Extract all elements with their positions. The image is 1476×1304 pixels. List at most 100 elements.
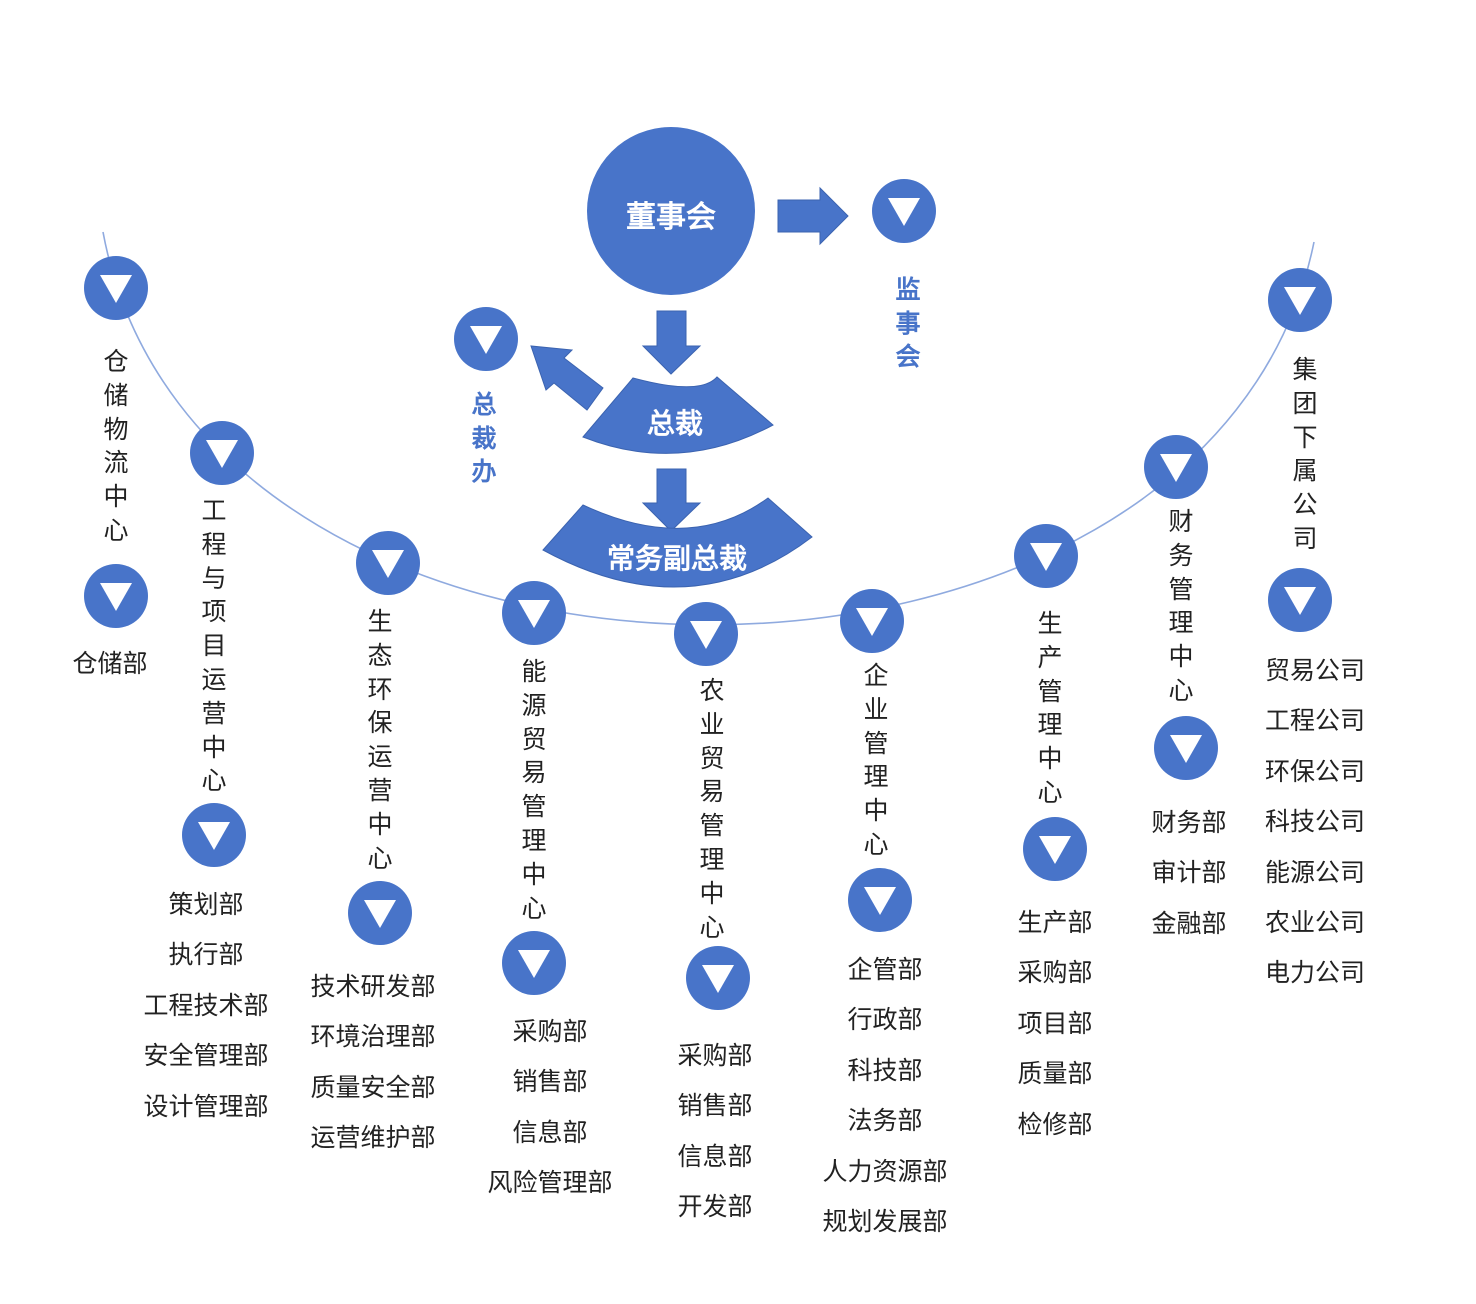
center-node-icon	[1144, 435, 1208, 499]
center-label-char: 能	[521, 657, 547, 686]
president-label: 总裁	[646, 407, 703, 440]
department-item: 风险管理部	[487, 1168, 613, 1198]
arrow-up-left-icon	[530, 345, 604, 411]
center-label-char: 中	[367, 809, 393, 839]
supervisory-node-icon	[872, 179, 936, 243]
center-label-char: 贸	[521, 724, 547, 754]
center-label-char: 理	[863, 762, 889, 792]
department-list: 仓储部	[10, 639, 210, 689]
department-item: 工程技术部	[143, 990, 269, 1020]
center-node-icon	[1014, 524, 1078, 588]
department-item: 生产部	[1017, 908, 1093, 937]
center-label-char: 运	[367, 742, 393, 772]
center-node-icon	[674, 602, 738, 666]
center-label-char: 业	[699, 709, 725, 739]
department-list: 生产部采购部项目部质量部检修部	[955, 898, 1155, 1150]
department-item: 贸易公司	[1264, 656, 1365, 685]
arrow-down-icon	[641, 468, 702, 532]
department-item: 销售部	[677, 1091, 753, 1121]
department-item: 企管部	[847, 955, 923, 984]
center-label-char: 管	[521, 792, 547, 822]
center-label-char: 保	[367, 708, 393, 738]
center-label-char: 物	[103, 414, 129, 444]
center-label-char: 生	[367, 607, 393, 636]
center-node-icon	[190, 421, 254, 485]
center-label-char: 态	[367, 640, 393, 670]
center-label-char: 理	[699, 844, 725, 874]
center-label: 企业管理中心	[859, 659, 893, 862]
center-label-char: 中	[1037, 744, 1063, 774]
department-item: 仓储部	[72, 649, 148, 678]
department-node-icon	[1154, 716, 1218, 780]
center-label-char: 农	[699, 676, 725, 705]
center-label-char: 管	[1037, 676, 1063, 706]
department-list: 采购部销售部信息部风险管理部	[450, 1007, 650, 1209]
department-item: 运营维护部	[310, 1123, 436, 1153]
center-label-char: 易	[521, 758, 547, 788]
center-label-char: 心	[367, 843, 393, 873]
center-label-char: 中	[103, 482, 129, 512]
department-item: 执行部	[168, 940, 244, 970]
center-label-char: 财	[1168, 507, 1194, 536]
department-list: 企管部行政部科技部法务部人力资源部规划发展部	[785, 945, 985, 1247]
department-item: 科技公司	[1264, 807, 1365, 837]
department-item: 销售部	[512, 1067, 588, 1097]
center-label-char: 理	[1168, 608, 1194, 638]
center-label-char: 下	[1292, 422, 1318, 452]
center-label-char: 心	[521, 893, 547, 923]
center-label-char: 属	[1292, 456, 1318, 486]
center-label-char: 源	[521, 690, 547, 720]
evp-label: 常务副总裁	[606, 542, 747, 575]
center-label-char: 仓	[103, 347, 129, 376]
center-node-icon	[502, 581, 566, 645]
center-label-char: 运	[201, 664, 227, 694]
department-item: 采购部	[1017, 958, 1093, 988]
center-label-char: 心	[103, 515, 129, 545]
center-label-char: 心	[699, 912, 725, 942]
department-item: 采购部	[677, 1041, 753, 1070]
department-list: 技术研发部环境治理部质量安全部运营维护部	[273, 962, 473, 1164]
center-label-char: 项	[201, 597, 227, 627]
center-label-char: 务	[1168, 540, 1194, 570]
department-list: 贸易公司工程公司环保公司科技公司能源公司农业公司电力公司	[1215, 646, 1415, 999]
center-label-char: 公	[1292, 490, 1318, 520]
department-item: 电力公司	[1264, 958, 1365, 988]
department-item: 审计部	[1151, 858, 1227, 888]
department-node-icon	[686, 946, 750, 1010]
department-item: 信息部	[677, 1141, 753, 1171]
department-item: 科技部	[847, 1055, 923, 1085]
department-node-icon	[1023, 817, 1087, 881]
president-shape	[582, 376, 774, 454]
center-label-char: 流	[103, 448, 129, 478]
department-item: 项目部	[1017, 1008, 1093, 1038]
center-label: 工程与项目运营中心	[197, 494, 231, 798]
center-label-char: 企	[863, 661, 889, 690]
center-label-char: 营	[367, 775, 393, 805]
department-item: 环保公司	[1264, 756, 1365, 786]
center-label: 生产管理中心	[1033, 607, 1067, 810]
center-label-char: 生	[1037, 609, 1063, 638]
center-label-char: 管	[863, 728, 889, 758]
center-label: 财务管理中心	[1164, 505, 1198, 708]
department-item: 农业公司	[1264, 907, 1365, 937]
center-label-char: 中	[521, 859, 547, 889]
president-office-label: 总裁办	[471, 390, 497, 486]
center-label-char: 程	[201, 529, 227, 559]
department-item: 财务部	[1151, 808, 1227, 837]
department-item: 行政部	[847, 1005, 923, 1035]
department-node-icon	[182, 803, 246, 867]
center-label: 农业贸易管理中心	[695, 674, 729, 944]
center-label-char: 中	[201, 732, 227, 762]
department-node-icon	[84, 564, 148, 628]
center-node-icon	[356, 531, 420, 595]
evp-shape	[542, 497, 813, 588]
center-node-icon	[1268, 268, 1332, 332]
department-item: 设计管理部	[143, 1091, 269, 1121]
department-item: 信息部	[512, 1117, 588, 1147]
department-list: 策划部执行部工程技术部安全管理部设计管理部	[106, 880, 306, 1132]
center-label-char: 理	[521, 825, 547, 855]
department-item: 质量部	[1017, 1059, 1093, 1089]
department-item: 人力资源部	[822, 1156, 948, 1186]
